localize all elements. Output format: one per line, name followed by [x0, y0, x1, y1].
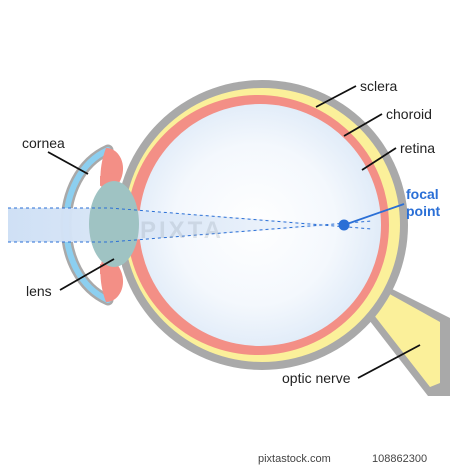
footer-credit: pixtastock.com 108862300	[258, 453, 427, 465]
labels: sclera choroid retina focal point cornea…	[22, 78, 441, 386]
ray-bottom-converging	[109, 220, 373, 243]
footer-id: 108862300	[372, 453, 427, 465]
cornea-leader	[47, 151, 89, 175]
focal-point-label-line2: point	[406, 203, 441, 219]
footer-site: pixtastock.com	[258, 453, 331, 465]
sclera-leader	[315, 85, 357, 108]
optic-nerve-leader	[357, 344, 421, 379]
iris-bottom	[100, 264, 118, 277]
retina-label: retina	[400, 140, 435, 156]
optic-nerve-label: optic nerve	[282, 370, 351, 386]
focal-point-label-line1: focal	[406, 186, 439, 202]
lens-leader	[59, 258, 115, 291]
choroid-label: choroid	[386, 106, 432, 122]
leader-lines	[47, 85, 421, 379]
ray-top-converging	[109, 207, 373, 230]
sclera-label: sclera	[360, 78, 398, 94]
choroid-leader	[343, 113, 383, 137]
retina-leader	[361, 147, 397, 171]
light-rays	[8, 207, 373, 243]
focal-point-leader	[343, 203, 405, 226]
lens-label: lens	[26, 283, 52, 299]
lens-shape	[89, 181, 139, 267]
cornea-label: cornea	[22, 135, 65, 151]
watermark: PIXTA	[140, 217, 224, 244]
